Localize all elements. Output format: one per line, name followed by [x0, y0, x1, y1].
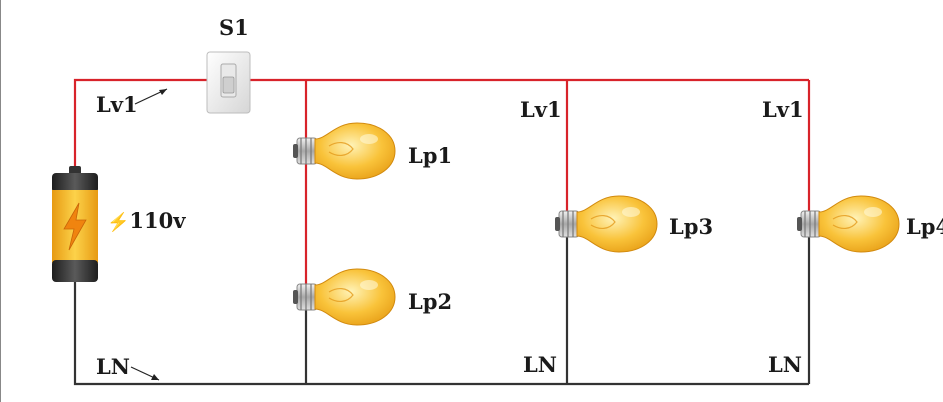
live-label-left: Lv1 — [96, 92, 138, 117]
neutral-label-right: LN — [768, 352, 802, 377]
live-label-right: Lv1 — [762, 97, 804, 122]
bulb-label-lp3: Lp3 — [669, 214, 713, 239]
neutral-wires — [73, 225, 811, 386]
live-wires — [73, 78, 811, 298]
switch-label: S1 — [219, 15, 249, 40]
switch-s1[interactable] — [206, 51, 251, 114]
light-bulb-icon — [292, 122, 396, 180]
light-bulb-icon — [292, 268, 396, 326]
live-label-mid: Lv1 — [520, 97, 562, 122]
light-bulb-icon — [554, 195, 658, 253]
lightning-icon — [63, 202, 87, 251]
battery-voltage-label: ⚡110v — [107, 208, 186, 233]
neutral-label-mid: LN — [523, 352, 557, 377]
neutral-label-left: LN — [96, 354, 130, 379]
bulb-label-lp1: Lp1 — [408, 143, 452, 168]
light-bulb-icon — [796, 195, 900, 253]
battery-icon — [52, 166, 98, 282]
bulb-label-lp2: Lp2 — [408, 289, 452, 314]
bulb-label-lp4: Lp4 — [906, 214, 943, 239]
